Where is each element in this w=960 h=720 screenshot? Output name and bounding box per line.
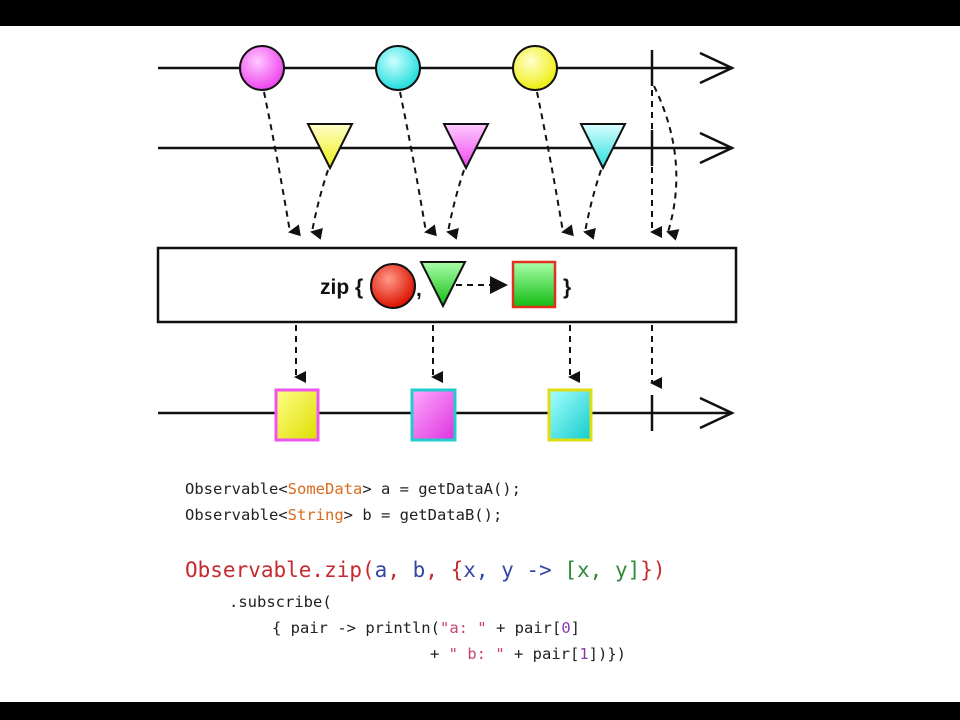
code-zip-call: Observable.zip(a, b, {x, y -> [x, y]}) <box>185 558 666 582</box>
result-cyan-yellow-square <box>547 388 593 442</box>
marble-yellow-triangle <box>306 123 354 171</box>
operator-arrowhead <box>490 276 508 294</box>
operator-close-brace: } <box>563 276 571 299</box>
marble-diagram: zip { , } <box>156 45 738 442</box>
code-line-1: Observable<SomeData> a = getDataA(); <box>185 480 521 498</box>
operator-comma: , <box>416 278 422 301</box>
marble-magenta-circle <box>239 45 285 91</box>
operator-red-circle <box>370 263 416 309</box>
input-arrows <box>263 85 680 241</box>
operator-green-square <box>511 260 557 309</box>
code-subscribe: .subscribe( <box>229 593 332 611</box>
operator-green-triangle <box>419 261 467 309</box>
zip-label: zip { <box>320 276 363 299</box>
code-line-2: Observable<String> b = getDataB(); <box>185 506 503 524</box>
result-yellow-magenta-square <box>274 388 320 442</box>
result-magenta-cyan-square <box>410 388 457 442</box>
marble-yellow-circle <box>512 45 558 91</box>
slide: zip { , } Observable<SomeData> a = getDa… <box>0 26 960 702</box>
marble-magenta-triangle <box>442 123 490 171</box>
code-pair-line-2: + " b: " + pair[1])}) <box>430 645 626 663</box>
timeline-source-b <box>158 130 735 166</box>
output-arrows <box>294 325 662 389</box>
code-pair-line-1: { pair -> println("a: " + pair[0] <box>272 619 580 637</box>
marble-cyan-triangle <box>579 123 627 171</box>
marble-cyan-circle <box>375 45 421 91</box>
